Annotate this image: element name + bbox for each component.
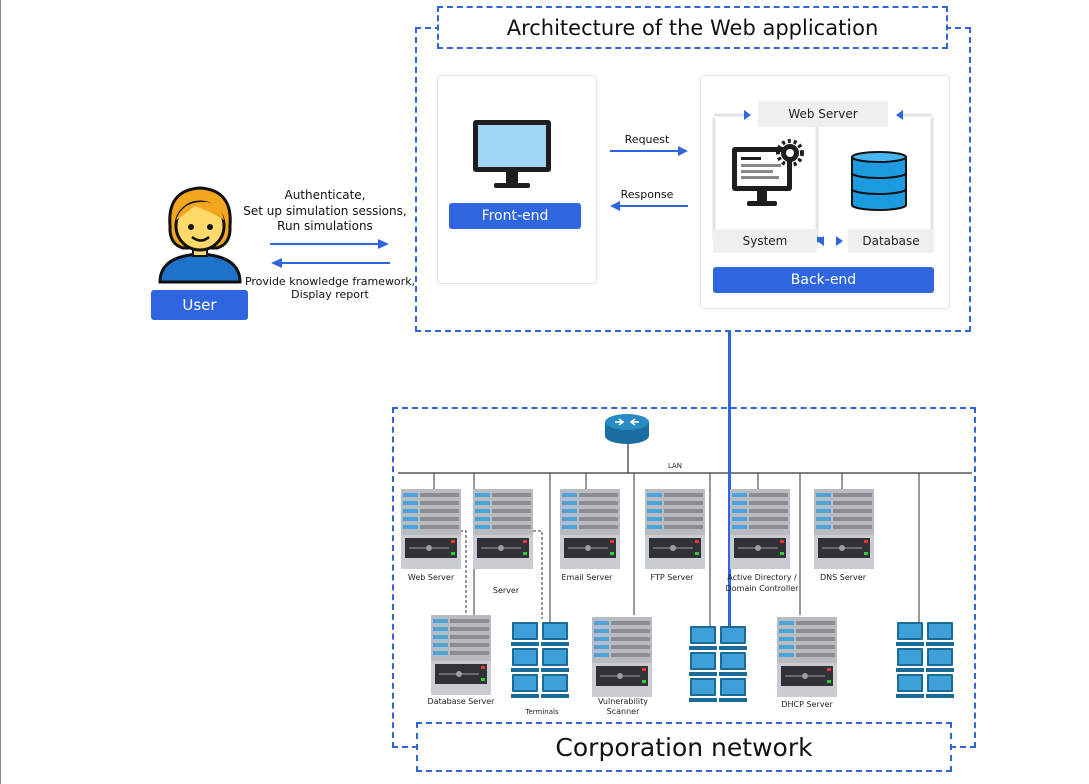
database-box: Database [848, 229, 934, 253]
user-avatar-icon [158, 186, 242, 284]
dns-server-icon [814, 489, 874, 569]
webapp-title: Architecture of the Web application [506, 15, 879, 40]
user-actions-line1: Authenticate, [284, 188, 366, 202]
user-feedback-line2: Display report [291, 288, 369, 301]
request-label: Request [624, 133, 670, 146]
database-server-icon [431, 615, 491, 695]
backend-label: Back-end [713, 267, 934, 293]
page-left-edge [0, 0, 1, 784]
dns-server-label: DNS Server [820, 573, 866, 582]
router-icon [605, 414, 649, 444]
ad-server-icon [730, 489, 790, 569]
vulnerability-scanner-label-line2: Scanner [606, 707, 640, 716]
dhcp-server-icon [777, 617, 837, 697]
frontend-panel [437, 75, 597, 284]
frontend-label: Front-end [449, 203, 581, 229]
terminal-group-icon [510, 620, 576, 702]
monitor-icon [473, 120, 551, 188]
ad-server-label-line2: Domain Controller [725, 584, 799, 593]
web-server-icon [401, 489, 461, 569]
response-label: Response [620, 188, 674, 201]
server-icon [473, 489, 533, 569]
network-title: Corporation network [555, 732, 813, 762]
email-server-icon [560, 489, 620, 569]
ftp-server-label: FTP Server [650, 573, 694, 582]
email-server-label: Email Server [561, 573, 613, 582]
request-arrow [610, 146, 688, 156]
database-server-label: Database Server [427, 697, 495, 706]
backend-network-link [728, 332, 731, 644]
terminals-label: Terminals [525, 708, 559, 716]
terminal-group-icon-2 [688, 624, 754, 706]
user-actions-line3: Run simulations [277, 219, 373, 233]
user-response-arrow [271, 258, 390, 268]
system-gear-icon [732, 139, 804, 206]
response-arrow [610, 201, 688, 211]
user-request-arrow [270, 239, 389, 249]
webapp-title-box: Architecture of the Web application [437, 6, 948, 49]
vulnerability-scanner-icon [592, 617, 652, 697]
user-feedback-line1: Provide knowledge framework, [244, 275, 416, 288]
vulnerability-scanner-label-line1: Vulnerability [597, 697, 649, 706]
ad-server-label-line1: Active Directory / [727, 573, 797, 582]
user-label: User [151, 290, 248, 320]
server-label: Server [492, 586, 520, 595]
web-server-label: Web Server [407, 573, 455, 582]
ftp-server-icon [645, 489, 705, 569]
system-box: System [713, 229, 817, 253]
dhcp-server-label: DHCP Server [781, 700, 833, 709]
terminal-group-icon-3 [895, 620, 961, 702]
database-icon [851, 151, 907, 211]
lan-label: LAN [667, 462, 683, 470]
network-title-box: Corporation network [416, 722, 952, 772]
user-actions-line2: Set up simulation sessions, [243, 204, 407, 218]
web-server-box: Web Server [758, 101, 888, 127]
